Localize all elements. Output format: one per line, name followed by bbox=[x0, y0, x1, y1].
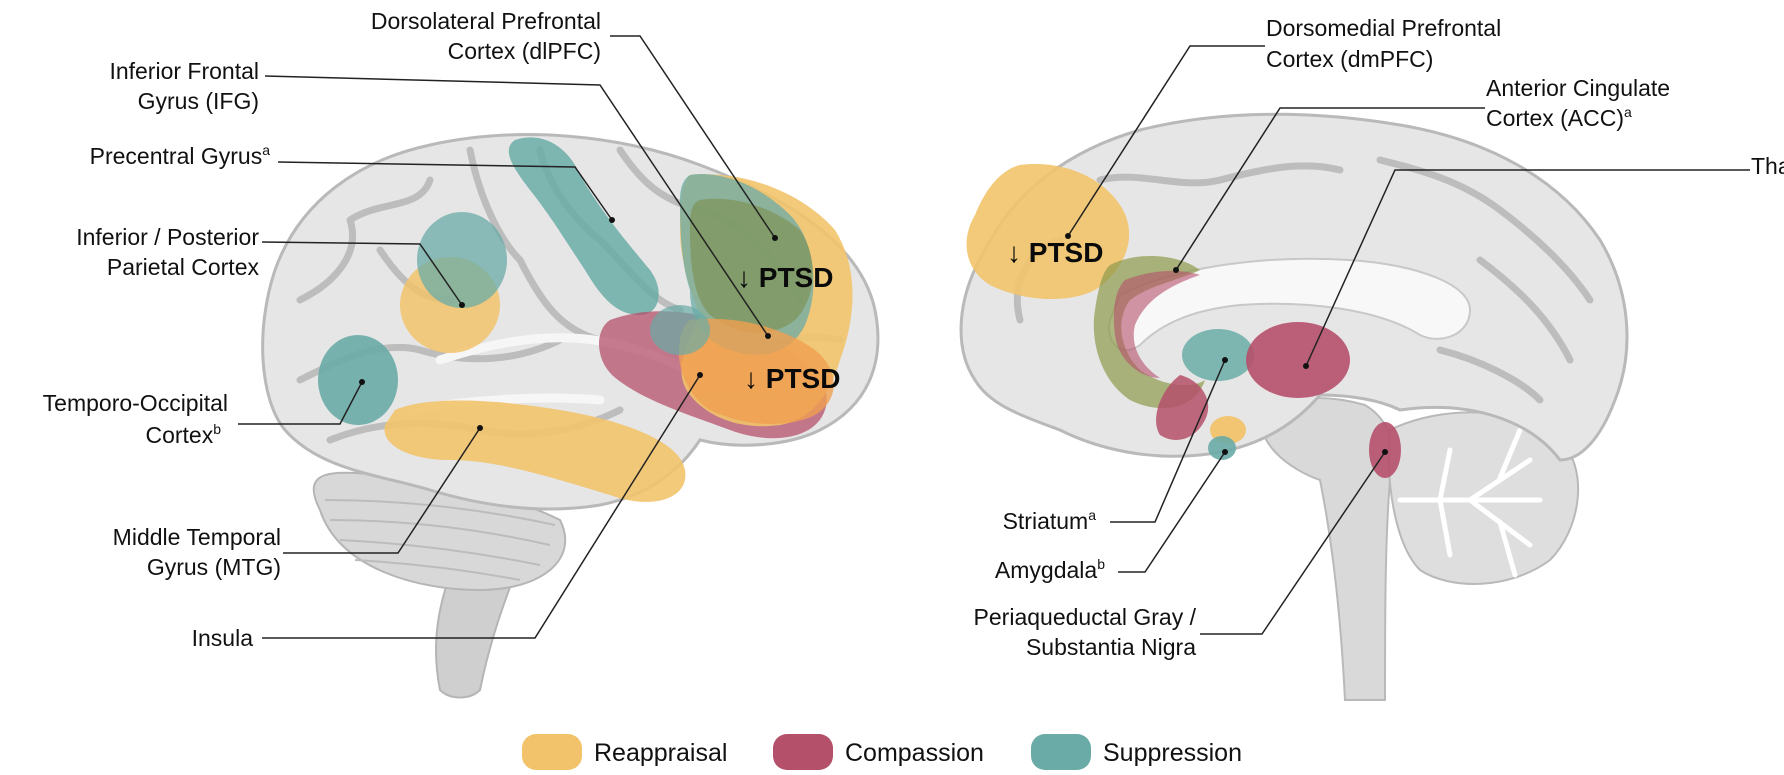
lateral-regions bbox=[318, 137, 853, 502]
label-dmpfc-line2: Cortex (dmPFC) bbox=[1266, 46, 1433, 72]
medial-brain: ↓ PTSD Dorsomedial Prefrontal Cortex (dm… bbox=[959, 15, 1784, 701]
label-temporo-line2: Cortexb bbox=[145, 421, 221, 448]
label-pag-line1: Periaqueductal Gray / bbox=[974, 604, 1197, 630]
legend-label-suppression: Suppression bbox=[1103, 739, 1242, 767]
label-acc-line2: Cortex (ACC)a bbox=[1486, 104, 1632, 131]
medial-leaders bbox=[1065, 45, 1750, 635]
region-ifg-reappraisal bbox=[678, 318, 834, 425]
ptsd-marker-dlpfc: ↓ PTSD bbox=[737, 262, 833, 293]
medial-brainstem bbox=[1260, 397, 1395, 701]
label-amygdala: Amygdalab bbox=[995, 556, 1105, 583]
legend-label-compassion: Compassion bbox=[845, 739, 984, 767]
label-parietal-line1: Inferior / Posterior bbox=[76, 224, 259, 250]
label-parietal-line2: Parietal Cortex bbox=[107, 254, 260, 280]
ptsd-marker-ifg: ↓ PTSD bbox=[744, 363, 840, 394]
label-pag-line2: Substantia Nigra bbox=[1026, 634, 1196, 660]
label-dmpfc-line1: Dorsomedial Prefrontal bbox=[1266, 15, 1501, 41]
legend-swatch-suppression bbox=[1031, 734, 1091, 770]
region-amygdala-compassion bbox=[1156, 375, 1209, 440]
label-dlpfc-line2: Cortex (dlPFC) bbox=[448, 38, 601, 64]
ptsd-marker-dmpfc: ↓ PTSD bbox=[1007, 237, 1103, 268]
label-dlpfc-line1: Dorsolateral Prefrontal bbox=[371, 8, 601, 34]
region-striatum bbox=[1182, 329, 1254, 381]
lateral-brain: ↓ PTSD ↓ PTSD Dorsolateral Prefrontal Co… bbox=[43, 8, 880, 699]
lateral-leaders bbox=[238, 35, 778, 639]
region-precentral-gyrus bbox=[508, 137, 659, 315]
label-striatum: Striatuma bbox=[1003, 507, 1097, 534]
legend-label-reappraisal: Reappraisal bbox=[594, 739, 727, 767]
region-temporo-occipital bbox=[318, 335, 398, 425]
lateral-labels: Dorsolateral Prefrontal Cortex (dlPFC) I… bbox=[43, 8, 601, 651]
lateral-brainstem bbox=[435, 559, 522, 699]
label-precentral: Precentral Gyrusa bbox=[90, 142, 271, 169]
region-middle-temporal-gyrus bbox=[384, 400, 686, 502]
label-thalamus: Thalamus bbox=[1751, 153, 1784, 179]
label-insula: Insula bbox=[192, 625, 254, 651]
arbor-vitae bbox=[1397, 427, 1543, 578]
label-temporo-line1: Temporo-Occipital bbox=[43, 390, 228, 416]
region-insula-suppression bbox=[650, 305, 710, 355]
region-thalamus bbox=[1246, 322, 1350, 398]
legend: Reappraisal Compassion Suppression bbox=[522, 734, 1242, 770]
corpus-callosum bbox=[1108, 257, 1472, 352]
lateral-ptsd-markers: ↓ PTSD ↓ PTSD bbox=[737, 262, 840, 394]
label-mtg-line2: Gyrus (MTG) bbox=[147, 554, 281, 580]
region-parietal-suppression bbox=[417, 212, 507, 308]
label-ifg-line1: Inferior Frontal bbox=[109, 58, 259, 84]
medial-regions bbox=[966, 164, 1401, 478]
region-amygdala-suppression bbox=[1208, 436, 1236, 460]
medial-labels: Dorsomedial Prefrontal Cortex (dmPFC) An… bbox=[974, 15, 1784, 660]
region-dmpfc bbox=[966, 164, 1130, 300]
label-acc-line1: Anterior Cingulate bbox=[1486, 75, 1670, 101]
region-acc-compassion bbox=[1113, 270, 1200, 378]
legend-swatch-reappraisal bbox=[522, 734, 582, 770]
label-ifg-line2: Gyrus (IFG) bbox=[138, 88, 259, 114]
label-mtg-line1: Middle Temporal bbox=[113, 524, 281, 550]
region-dlpfc-compassion bbox=[690, 198, 813, 333]
cerebellum-folia bbox=[324, 499, 556, 581]
legend-swatch-compassion bbox=[773, 734, 833, 770]
